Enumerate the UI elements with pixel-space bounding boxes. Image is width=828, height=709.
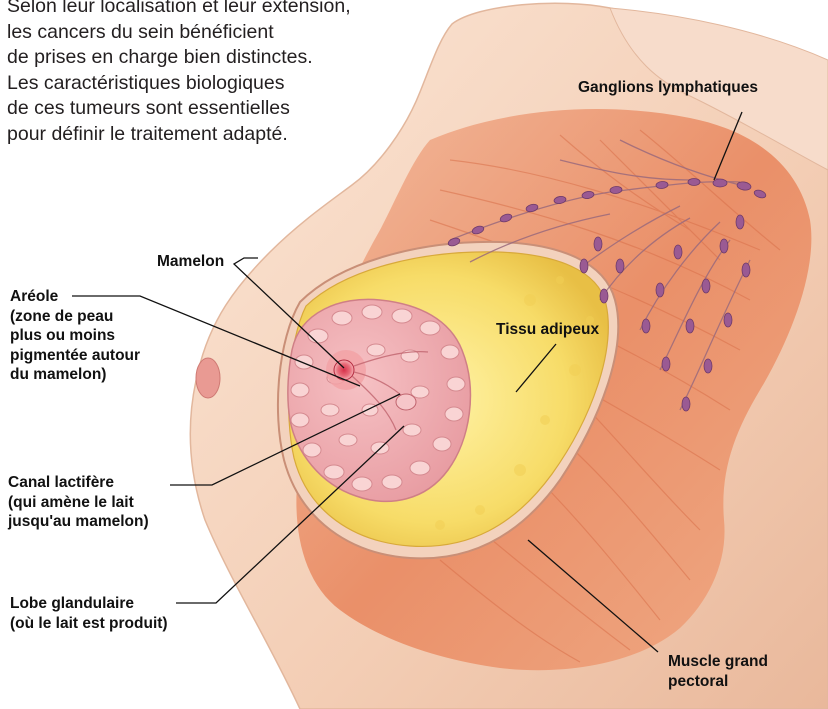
intro-line: de prises en charge bien distinctes. (7, 45, 447, 71)
label-areole-line: Aréole (10, 287, 140, 307)
duct-sinus (396, 394, 416, 410)
intro-line: Les caractéristiques biologiques (7, 71, 447, 97)
label-canal: Canal lactifère (qui amène le lait jusqu… (8, 473, 149, 532)
other-nipple (196, 358, 220, 398)
intro-text: Selon leur localisation et leur extensio… (7, 0, 447, 147)
label-canal-line: Canal lactifère (8, 473, 149, 493)
intro-line: pour définir le traitement adapté. (7, 122, 447, 148)
label-muscle: Muscle grand pectoral (668, 652, 768, 691)
intro-line: les cancers du sein bénéficient (7, 20, 447, 46)
intro-line: Selon leur localisation et leur extensio… (7, 0, 447, 20)
label-ganglions: Ganglions lymphatiques (578, 78, 758, 98)
label-lobe-line: (où le lait est produit) (10, 614, 168, 634)
label-canal-line: jusqu'au mamelon) (8, 512, 149, 532)
label-areole: Aréole (zone de peau plus ou moins pigme… (10, 287, 140, 385)
label-tissu: Tissu adipeux (496, 320, 599, 340)
label-canal-line: (qui amène le lait (8, 493, 149, 513)
label-mamelon: Mamelon (157, 252, 224, 272)
intro-line: de ces tumeurs sont essentielles (7, 96, 447, 122)
label-areole-line: du mamelon) (10, 365, 140, 385)
label-areole-line: pigmentée autour (10, 346, 140, 366)
label-muscle-line: Muscle grand (668, 652, 768, 672)
label-lobe-line: Lobe glandulaire (10, 594, 168, 614)
label-areole-line: plus ou moins (10, 326, 140, 346)
label-muscle-line: pectoral (668, 672, 768, 692)
label-areole-line: (zone de peau (10, 307, 140, 327)
label-lobe: Lobe glandulaire (où le lait est produit… (10, 594, 168, 633)
